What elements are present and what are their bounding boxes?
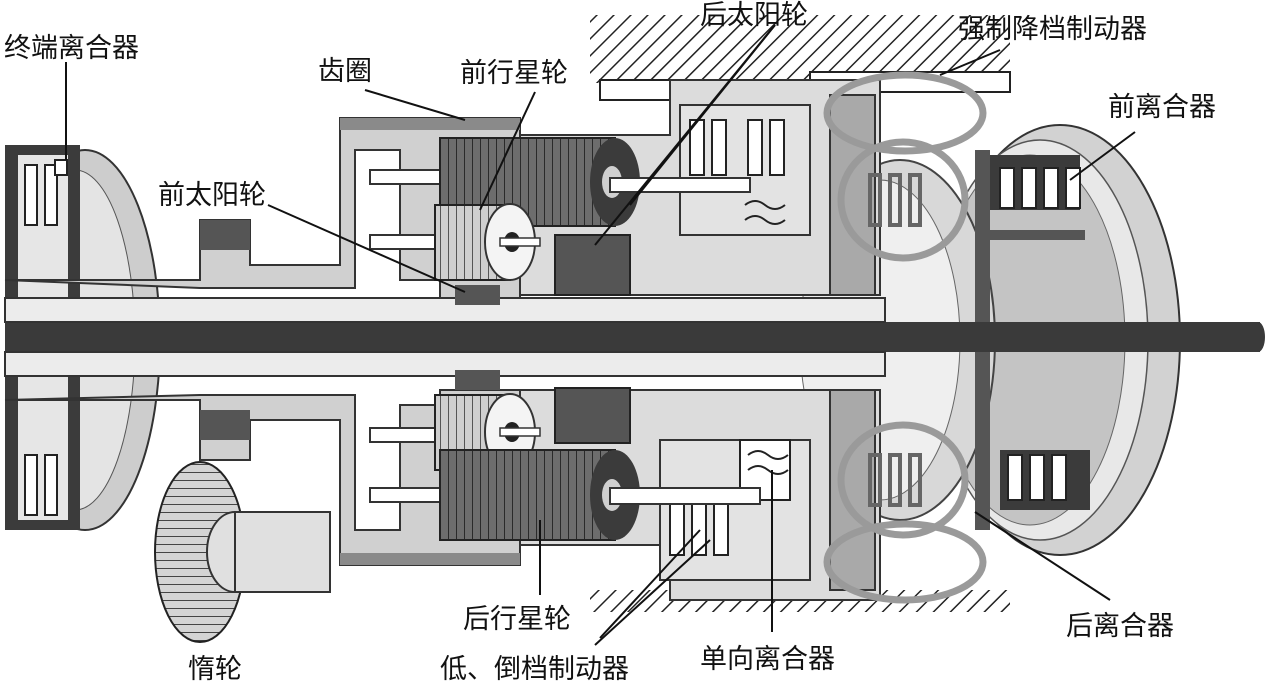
label-rear-sun-gear: 后太阳轮 bbox=[700, 0, 808, 31]
label-front-sun-gear: 前太阳轮 bbox=[158, 180, 266, 211]
label-ring-gear: 齿圈 bbox=[318, 56, 372, 87]
label-one-way-clutch: 单向离合器 bbox=[700, 644, 835, 675]
label-idler-gear: 惰轮 bbox=[188, 654, 242, 684]
label-front-clutch: 前离合器 bbox=[1108, 92, 1216, 123]
labels: 终端离合器 齿圈 前行星轮 后太阳轮 强制降档制动器 前离合器 前太阳轮 后行星… bbox=[4, 0, 1216, 684]
front-planet-gears-upper bbox=[369, 137, 751, 281]
highlighted-plates bbox=[868, 173, 922, 507]
label-front-planet-gear: 前行星轮 bbox=[460, 58, 568, 89]
rear-clutch-plates bbox=[1000, 450, 1090, 510]
label-terminal-clutch: 终端离合器 bbox=[4, 33, 139, 64]
brake-plates-lower bbox=[659, 439, 811, 581]
label-low-reverse-brake: 低、倒档制动器 bbox=[440, 654, 629, 684]
label-rear-clutch: 后离合器 bbox=[1066, 611, 1174, 642]
main-shaft bbox=[4, 285, 1265, 390]
rear-planet-gears-lower bbox=[369, 393, 761, 541]
idler-gear bbox=[154, 461, 331, 643]
label-forced-downshift-brake: 强制降档制动器 bbox=[958, 14, 1147, 45]
label-rear-planet-gear: 后行星轮 bbox=[463, 604, 571, 635]
brake-plates-upper bbox=[679, 104, 811, 236]
leader-lines bbox=[65, 24, 1136, 646]
highlight-markers bbox=[823, 71, 987, 604]
